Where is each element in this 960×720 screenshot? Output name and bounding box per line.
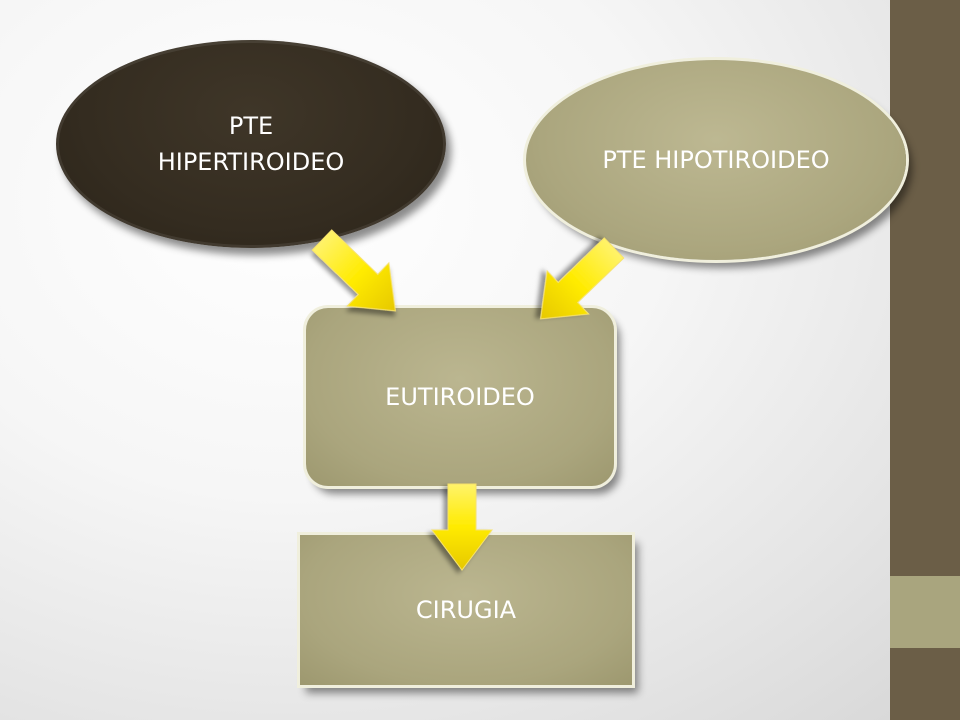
node-hyperthyroid-patient: PTE HIPERTIROIDEO	[56, 40, 446, 248]
node-hyperthyroid-line1: PTE	[228, 112, 274, 140]
node-hypothyroid-label: PTE HIPOTIROIDEO	[602, 146, 830, 174]
node-hyperthyroid-line2: HIPERTIROIDEO	[157, 148, 345, 176]
sidebar-bottom-band	[890, 648, 960, 720]
node-hyperthyroid-text: PTE HIPERTIROIDEO	[158, 108, 345, 180]
node-surgery: CIRUGIA	[300, 535, 632, 685]
node-hypothyroid-patient: PTE HIPOTIROIDEO	[526, 60, 906, 260]
node-euthyroid-label: EUTIROIDEO	[385, 383, 535, 411]
node-surgery-label: CIRUGIA	[415, 596, 517, 624]
sidebar-top-band	[890, 0, 960, 576]
sidebar-middle-band	[890, 576, 960, 648]
node-euthyroid: EUTIROIDEO	[306, 308, 614, 486]
